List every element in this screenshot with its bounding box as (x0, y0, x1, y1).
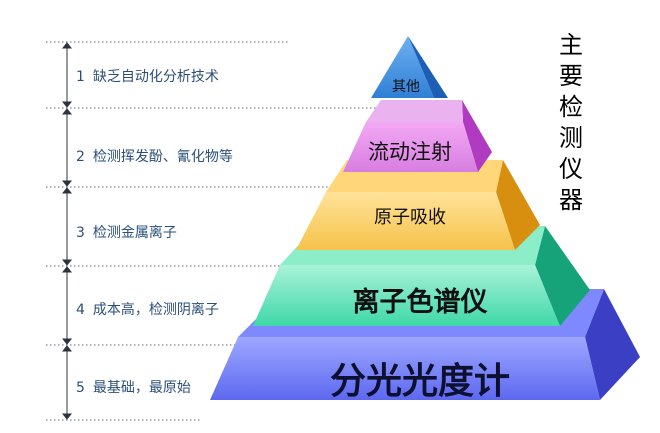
tier-3-front-face (296, 192, 515, 250)
tier-2 (343, 100, 492, 172)
tier-2-front-face (343, 122, 478, 172)
row-note-2: 2 检测挥发酚、氰化物等 (76, 146, 233, 166)
row-number: 4 (76, 302, 85, 318)
guide-lines (46, 41, 390, 421)
tier-5-right-face (585, 289, 640, 400)
row-note-text: 成本高，检测阴离子 (92, 302, 219, 318)
row-number: 2 (76, 149, 85, 165)
tier-1-right-face (408, 36, 448, 98)
tier-5-label: 分光光度计 (329, 361, 510, 402)
row-number: 1 (76, 69, 85, 85)
tier-1-label: 其他 (392, 79, 420, 95)
row-note-text: 缺乏自动化分析技术 (92, 69, 219, 85)
tier-2-label: 流动注射 (368, 140, 452, 164)
row-note-text: 检测金属离子 (92, 225, 177, 241)
tier-2-top-face (366, 100, 463, 122)
row-note-1: 1 缺乏自动化分析技术 (76, 66, 219, 86)
row-number: 3 (76, 225, 85, 241)
tier-4-front-face (253, 265, 560, 326)
tier-2-right-face (462, 100, 492, 172)
tier-3-right-face (496, 160, 540, 250)
tier-5-front-face (210, 337, 600, 400)
tier-3-label: 原子吸收 (374, 207, 446, 228)
row-note-text: 最基础，最原始 (92, 380, 191, 396)
tier-4-label: 离子色谱仪 (352, 287, 488, 318)
tier-1-front-face (371, 36, 434, 98)
row-note-4: 4 成本高，检测阴离子 (76, 299, 219, 319)
row-note-3: 3 检测金属离子 (76, 222, 177, 242)
row-number: 5 (76, 380, 85, 396)
row-note-text: 检测挥发酚、氰化物等 (92, 149, 233, 165)
tier-1 (371, 36, 448, 98)
row-note-5: 5 最基础，最原始 (76, 377, 191, 397)
tier-4-right-face (535, 226, 590, 326)
range-arrows (61, 42, 73, 420)
side-title: 主要检测仪器 (559, 31, 583, 214)
